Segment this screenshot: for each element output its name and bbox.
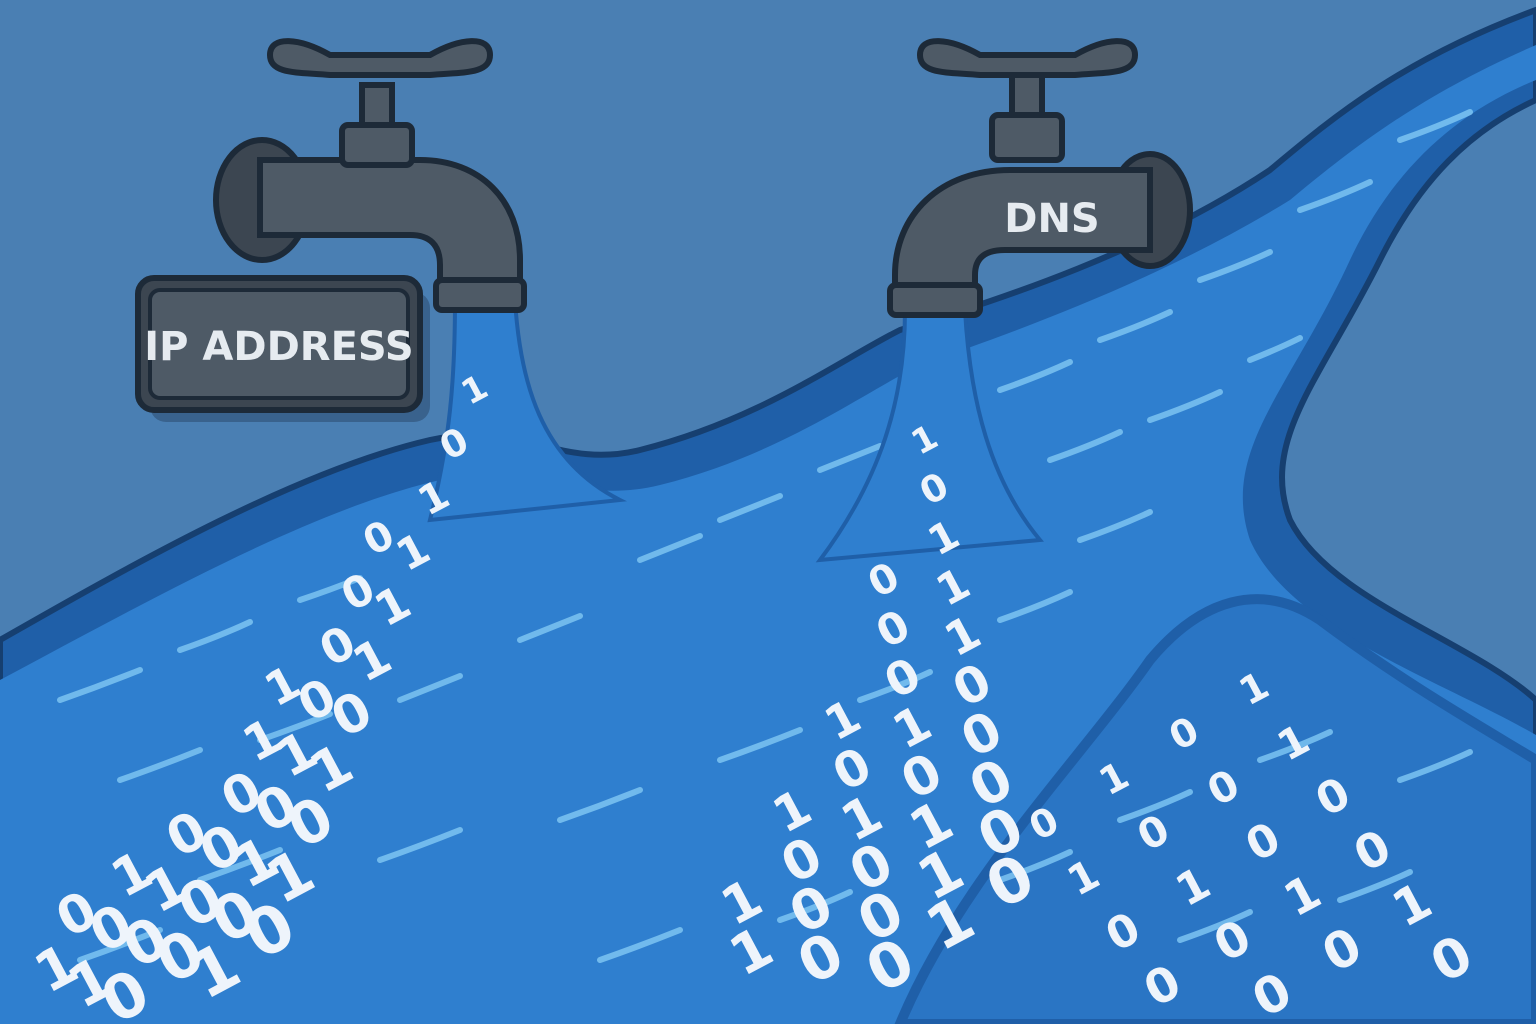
- faucet-handle: [916, 38, 1139, 78]
- faucet-spout-tip: [887, 282, 983, 318]
- faucet-body: [257, 157, 523, 293]
- faucet-collar: [339, 122, 415, 168]
- dns-water-stream: [815, 308, 1044, 563]
- river-lane: [894, 594, 1536, 1024]
- water-ripples: [57, 109, 1473, 963]
- ip-faucet-icon: [213, 38, 527, 313]
- ip-address-tag: IP ADDRESS: [135, 275, 430, 422]
- dns-faucet-icon: DNS: [887, 38, 1193, 318]
- faucet-spout-tip: [433, 277, 527, 313]
- faucet-collar: [989, 112, 1065, 163]
- dns-label: DNS: [1004, 196, 1100, 242]
- faucet-body: [892, 167, 1153, 298]
- tag-face: [148, 288, 410, 400]
- ip-address-label: IP ADDRESS: [144, 324, 413, 370]
- faucet-handle: [266, 38, 494, 78]
- ip-water-stream: [427, 298, 628, 523]
